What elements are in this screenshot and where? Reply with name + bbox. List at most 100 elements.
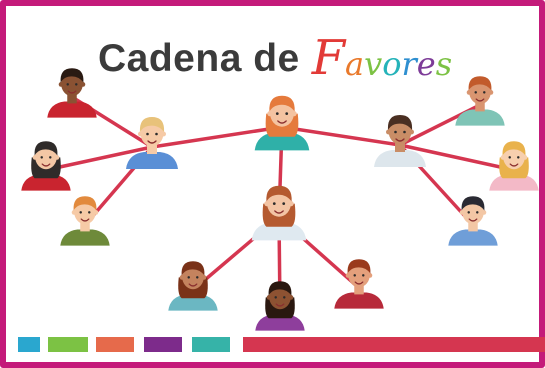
title-letter-5: e bbox=[416, 45, 436, 83]
eye-left bbox=[40, 156, 43, 159]
ear-left bbox=[179, 275, 185, 280]
ear-left bbox=[345, 273, 351, 278]
ear-right bbox=[288, 200, 294, 207]
neck bbox=[468, 221, 478, 232]
eye-left bbox=[508, 156, 511, 159]
neck bbox=[354, 284, 364, 295]
eye-right bbox=[476, 211, 479, 214]
link-right-hub-to-mid-right bbox=[398, 143, 516, 172]
ear-right bbox=[201, 275, 207, 280]
mouth bbox=[395, 138, 405, 142]
shirt bbox=[255, 314, 305, 331]
eye-right bbox=[517, 156, 520, 159]
ear-left bbox=[459, 210, 465, 215]
shirt bbox=[47, 101, 97, 118]
eye-left bbox=[275, 112, 279, 115]
ear-left bbox=[466, 90, 472, 95]
ear-right bbox=[409, 129, 414, 135]
title-letter-6: s bbox=[435, 45, 453, 83]
ear-right bbox=[80, 82, 86, 87]
eye-right bbox=[75, 83, 78, 86]
hair-top bbox=[181, 261, 205, 276]
title-letter-4: r bbox=[401, 45, 417, 83]
footer-stripe-0 bbox=[18, 337, 40, 352]
person-mid-left bbox=[21, 141, 71, 191]
shirt bbox=[254, 132, 310, 151]
person-left-hub bbox=[126, 117, 178, 169]
eye-left bbox=[187, 276, 190, 279]
ear-left bbox=[264, 200, 270, 207]
neck bbox=[147, 144, 157, 154]
footer-stripe-1 bbox=[48, 337, 88, 352]
eye-left bbox=[272, 202, 276, 205]
hair-top bbox=[461, 196, 485, 211]
ear-right bbox=[488, 90, 494, 95]
shirt bbox=[448, 229, 498, 246]
eye-right bbox=[196, 276, 199, 279]
footer-stripe-5 bbox=[243, 337, 545, 352]
hair-top bbox=[73, 196, 97, 211]
mouth bbox=[41, 163, 51, 167]
shirt bbox=[251, 222, 307, 241]
person-bottom-right bbox=[334, 259, 384, 309]
shirt bbox=[455, 109, 505, 126]
hair-top bbox=[502, 141, 526, 156]
person-hub bbox=[254, 95, 310, 151]
person-right-hub bbox=[374, 115, 426, 167]
person-top-left bbox=[47, 68, 97, 118]
mouth bbox=[274, 210, 284, 214]
hair-top bbox=[139, 117, 165, 132]
eye-left bbox=[394, 130, 397, 134]
eye-left bbox=[66, 83, 69, 86]
neck bbox=[395, 142, 405, 152]
eye-right bbox=[88, 211, 91, 214]
eye-right bbox=[403, 130, 406, 134]
shirt bbox=[168, 294, 218, 311]
ear-right bbox=[522, 155, 528, 160]
footer-stripe-3 bbox=[144, 337, 182, 352]
person-low-right bbox=[448, 196, 498, 246]
title-text-cadena-de: Cadena de bbox=[98, 37, 300, 80]
ear-left bbox=[386, 129, 391, 135]
footer-stripe-2 bbox=[96, 337, 134, 352]
eye-left bbox=[353, 274, 356, 277]
ear-right bbox=[161, 131, 166, 137]
neck bbox=[67, 93, 77, 104]
person-top-right bbox=[455, 76, 505, 126]
shirt bbox=[374, 150, 426, 167]
person-center bbox=[251, 185, 307, 241]
hair-top bbox=[387, 115, 413, 130]
mouth bbox=[277, 120, 287, 124]
mouth bbox=[67, 90, 77, 94]
ear-right bbox=[288, 295, 294, 300]
ear-right bbox=[481, 210, 487, 215]
eye-left bbox=[146, 132, 149, 136]
title-letter-2: v bbox=[364, 45, 383, 83]
ear-left bbox=[500, 155, 506, 160]
shirt bbox=[60, 229, 110, 246]
shirt bbox=[126, 152, 178, 169]
mouth bbox=[468, 218, 478, 222]
hair-top bbox=[347, 259, 371, 274]
mouth bbox=[275, 303, 285, 307]
eye-right bbox=[49, 156, 52, 159]
shirt bbox=[334, 292, 384, 309]
title-letter-1: a bbox=[345, 45, 365, 83]
neck bbox=[80, 221, 90, 232]
mouth bbox=[354, 281, 364, 285]
eye-right bbox=[283, 296, 286, 299]
ear-left bbox=[266, 295, 272, 300]
hair-top bbox=[266, 185, 292, 202]
mouth bbox=[475, 98, 485, 102]
eye-right bbox=[362, 274, 365, 277]
mouth bbox=[147, 140, 157, 144]
hair-top bbox=[468, 76, 492, 91]
eye-left bbox=[467, 211, 470, 214]
ear-right bbox=[54, 155, 60, 160]
hair-top bbox=[269, 95, 295, 112]
person-bottom-left bbox=[168, 261, 218, 311]
eye-left bbox=[79, 211, 82, 214]
neck bbox=[475, 101, 485, 112]
